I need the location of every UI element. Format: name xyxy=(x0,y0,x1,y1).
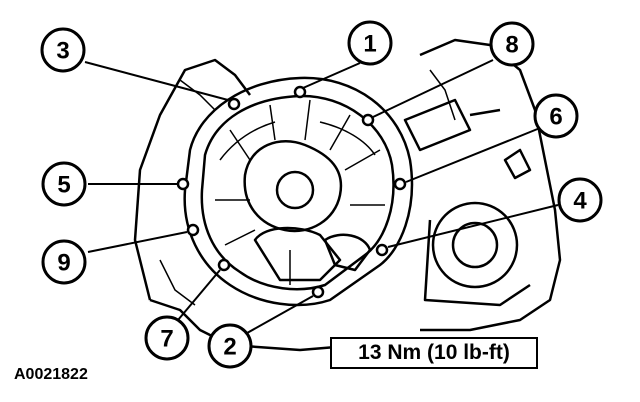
callout-7: 7 xyxy=(144,315,190,361)
callout-1-label: 1 xyxy=(363,31,376,58)
leader-lines xyxy=(84,59,559,338)
callout-6-label: 6 xyxy=(549,104,562,131)
callout-7-label: 7 xyxy=(160,326,173,353)
bolt-4 xyxy=(375,243,389,257)
callout-1: 1 xyxy=(347,20,393,66)
torque-spec-text: 13 Nm (10 lb-ft) xyxy=(358,341,510,364)
callout-3-label: 3 xyxy=(56,38,69,65)
callout-8-label: 8 xyxy=(505,32,518,59)
callout-5-label: 5 xyxy=(57,172,70,199)
bolt-9 xyxy=(186,223,200,237)
bolt-8 xyxy=(361,113,375,127)
callout-2-label: 2 xyxy=(223,334,236,361)
callout-5: 5 xyxy=(41,161,87,207)
bolt-1 xyxy=(293,85,307,99)
pump-cover-plate xyxy=(183,76,414,307)
callout-6: 6 xyxy=(533,93,579,139)
callout-2: 2 xyxy=(207,323,253,369)
bolt-7 xyxy=(217,258,231,272)
callout-9: 9 xyxy=(41,239,87,285)
callout-4-label: 4 xyxy=(573,188,587,215)
bolt-5 xyxy=(176,177,190,191)
figure-id: A0021822 xyxy=(14,366,88,383)
callout-8: 8 xyxy=(489,21,535,67)
torque-spec-box: 13 Nm (10 lb-ft) xyxy=(330,337,538,369)
bolt-3 xyxy=(227,97,241,111)
bolt-6 xyxy=(393,177,407,191)
bolt-2 xyxy=(311,285,325,299)
callout-9-label: 9 xyxy=(57,250,70,277)
callout-3: 3 xyxy=(40,27,86,73)
bolt-holes xyxy=(176,85,407,299)
transaxle-housing xyxy=(133,38,562,352)
callout-4: 4 xyxy=(557,177,603,223)
